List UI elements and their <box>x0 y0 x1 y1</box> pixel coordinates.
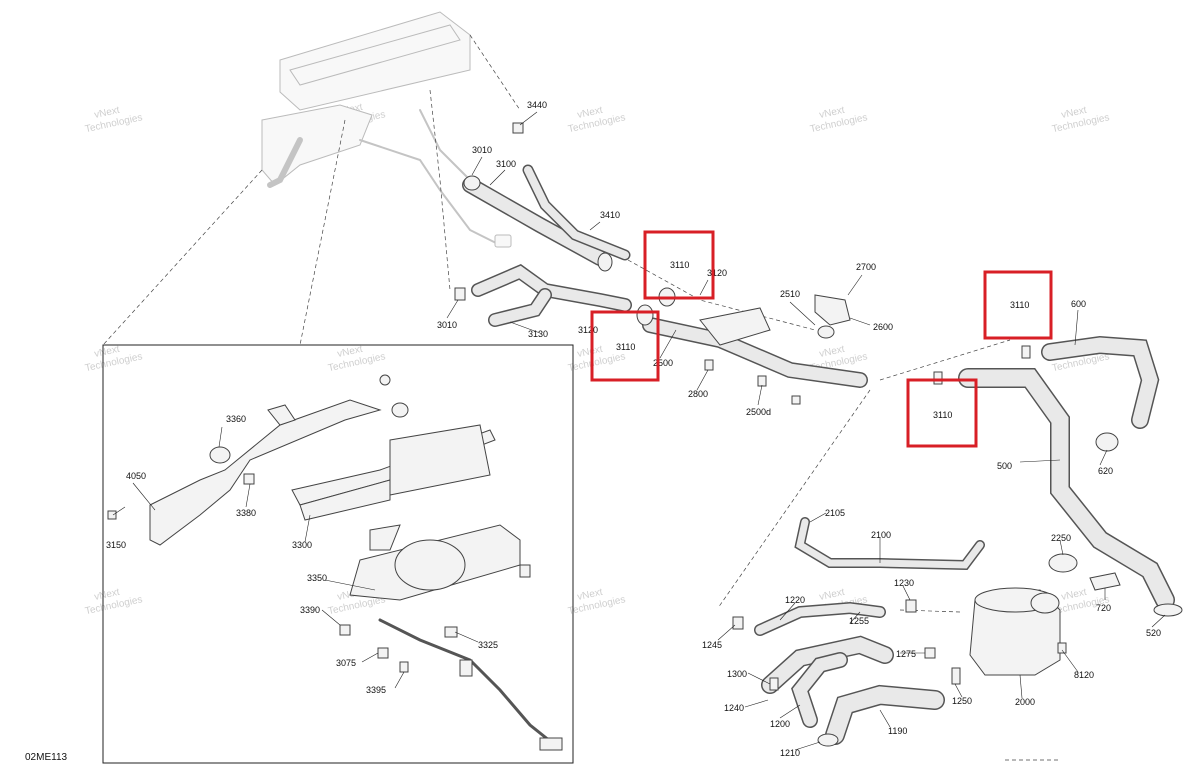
part-label: 2500 <box>653 358 673 368</box>
part-label: 3130 <box>528 329 548 339</box>
part-label: 520 <box>1146 628 1161 638</box>
ghost-radiator-assembly <box>261 11 512 248</box>
right-hoses <box>933 335 1183 617</box>
upper-hoses <box>454 122 868 405</box>
part-label: 3110 <box>1010 300 1029 310</box>
part-label: 2105 <box>825 508 845 518</box>
part-label: 1210 <box>780 748 800 758</box>
part-label: 8120 <box>1074 670 1094 680</box>
part-label: 3350 <box>307 573 327 583</box>
part-label: 600 <box>1071 299 1086 309</box>
part-label: 3120 <box>707 268 727 278</box>
inset-frame <box>102 344 574 764</box>
watermark: vNext Technologies <box>809 105 868 135</box>
part-label: 3075 <box>336 658 356 668</box>
part-label: 720 <box>1096 603 1111 613</box>
part-label: 1300 <box>727 669 747 679</box>
svg-text:vNext: vNext <box>1060 105 1088 121</box>
coolant-tank-group <box>732 517 1121 747</box>
part-label: 2700 <box>856 262 876 272</box>
part-label: 2100 <box>871 530 891 540</box>
part-label: 2500d <box>746 407 771 417</box>
svg-text:vNext: vNext <box>93 344 121 360</box>
watermark: vNext Technologies <box>84 587 143 617</box>
part-label: 3120 <box>578 325 598 335</box>
svg-text:vNext: vNext <box>818 587 846 603</box>
part-label: 2800 <box>688 389 708 399</box>
part-label: 1200 <box>770 719 790 729</box>
highlight-box <box>906 378 978 448</box>
watermark: vNext Technologies <box>84 105 143 135</box>
svg-text:vNext: vNext <box>1060 587 1088 603</box>
part-label: 2510 <box>780 289 800 299</box>
part-label: 3100 <box>496 159 516 169</box>
part-label: 3300 <box>292 540 312 550</box>
watermark-group: vNext Technologies vNext Technologies vN… <box>84 102 1110 617</box>
part-label: 1250 <box>952 696 972 706</box>
highlight-box <box>983 270 1053 340</box>
part-label: 3010 <box>437 320 457 330</box>
highlight-boxes <box>590 230 1053 448</box>
svg-text:vNext: vNext <box>93 587 121 603</box>
part-label: 3325 <box>478 640 498 650</box>
dashed-relation-lines <box>102 34 1060 761</box>
part-label: 3360 <box>226 414 246 424</box>
part-label: 1275 <box>896 649 916 659</box>
part-label: 500 <box>997 461 1012 471</box>
part-label: 3380 <box>236 508 256 518</box>
part-label: 4050 <box>126 471 146 481</box>
part-label: 1240 <box>724 703 744 713</box>
inset-exploded-view <box>102 344 574 764</box>
part-label: 3390 <box>300 605 320 615</box>
part-label: 3395 <box>366 685 386 695</box>
leader-lines <box>112 111 1166 751</box>
part-label: 1255 <box>849 616 869 626</box>
watermark: vNext Technologies <box>567 105 626 135</box>
highlight-box <box>590 310 660 382</box>
svg-text:vNext: vNext <box>336 344 364 360</box>
part-label: 3110 <box>616 342 635 352</box>
part-labels: 3440 3010 3100 3410 3110 3120 3120 3110 … <box>106 100 1161 758</box>
highlight-box <box>643 230 715 300</box>
part-label: 3010 <box>472 145 492 155</box>
part-label: 3150 <box>106 540 126 550</box>
part-label: 620 <box>1098 466 1113 476</box>
svg-text:vNext: vNext <box>576 344 604 360</box>
svg-text:vNext: vNext <box>576 105 604 121</box>
part-label: 3110 <box>670 260 689 270</box>
part-label: 2000 <box>1015 697 1035 707</box>
part-label: 1190 <box>888 726 907 736</box>
svg-text:vNext: vNext <box>818 344 846 360</box>
watermark: vNext Technologies <box>567 587 626 617</box>
part-label: 1220 <box>785 595 805 605</box>
part-label: 2250 <box>1051 533 1071 543</box>
part-label: 3440 <box>527 100 547 110</box>
part-label: 1245 <box>702 640 722 650</box>
watermark: vNext Technologies <box>1051 105 1110 135</box>
svg-text:vNext: vNext <box>93 105 121 121</box>
svg-text:vNext: vNext <box>576 587 604 603</box>
part-label: 3110 <box>933 410 952 420</box>
svg-text:vNext: vNext <box>818 105 846 121</box>
part-label: 1230 <box>894 578 914 588</box>
part-label: 3410 <box>600 210 620 220</box>
part-label: 2600 <box>873 322 893 332</box>
reference-code: 02ME113 <box>25 752 68 763</box>
